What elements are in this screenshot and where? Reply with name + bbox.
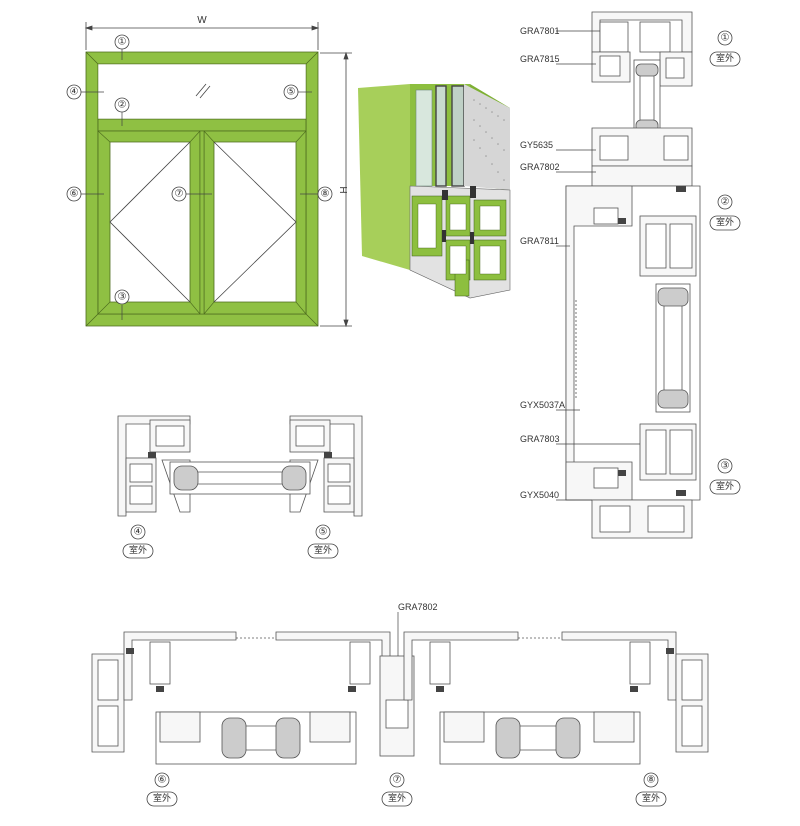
exterior-badge: 室外 (709, 479, 741, 495)
right-sash (203, 130, 307, 315)
svg-text:室外: 室外 (642, 792, 660, 804)
elevation-callouts: ① ④ ⑤ ② ⑥ ⑦ ⑧ ③ (66, 34, 333, 305)
part-label-gyx5037a: GYX5037A (520, 400, 565, 410)
svg-text:室外: 室外 (129, 544, 147, 556)
callout-4: ④ (66, 84, 82, 100)
horizontal-section (91, 631, 709, 765)
svg-text:③: ③ (721, 461, 730, 472)
svg-text:⑤: ⑤ (287, 87, 296, 98)
height-label: H (337, 186, 348, 193)
part-label-gra7802-horizontal: GRA7802 (398, 602, 438, 612)
svg-text:④: ④ (134, 527, 143, 538)
glass-hatch-mark (195, 83, 211, 99)
part-label-gyx5040: GYX5040 (520, 490, 559, 500)
part-label-gra7815: GRA7815 (520, 54, 560, 64)
exterior-badge: 室外 (307, 543, 339, 559)
section-4-5 (117, 415, 363, 517)
svg-text:③: ③ (118, 292, 127, 303)
callout-7: ⑦ (171, 186, 187, 202)
callout-1: ① (717, 30, 733, 46)
exterior-badge: 室外 (709, 51, 741, 67)
callout-6: ⑥ (154, 772, 170, 788)
svg-text:室外: 室外 (388, 792, 406, 804)
callout-8: ⑧ (317, 186, 333, 202)
svg-text:⑦: ⑦ (175, 189, 184, 200)
svg-text:室外: 室外 (716, 480, 734, 492)
svg-text:室外: 室外 (716, 216, 734, 228)
svg-text:⑧: ⑧ (321, 189, 330, 200)
svg-text:室外: 室外 (716, 52, 734, 64)
exterior-badge: 室外 (709, 215, 741, 231)
callout-5: ⑤ (283, 84, 299, 100)
transom-bar (97, 118, 307, 132)
vertical-section (565, 11, 701, 539)
exterior-badge: 室外 (122, 543, 154, 559)
callout-4: ④ (130, 524, 146, 540)
vertical-section-callouts: ① 室外 ② 室外 ③ 室外 (709, 30, 741, 495)
width-label: W (197, 15, 207, 26)
elevation-callout-leaders (81, 49, 318, 320)
vertical-section-part-labels: GRA7801 GRA7815 GY5635 GRA7802 GRA7811 G… (520, 26, 565, 500)
callout-6: ⑥ (66, 186, 82, 202)
left-sash (97, 130, 201, 315)
svg-text:⑥: ⑥ (70, 189, 79, 200)
svg-text:⑧: ⑧ (647, 775, 656, 786)
fixed-glass-pane (97, 63, 307, 120)
vertical-section-leaders (556, 30, 640, 501)
svg-text:⑥: ⑥ (158, 775, 167, 786)
section-4-5-callouts: ④ 室外 ⑤ 室外 (122, 524, 339, 559)
svg-text:①: ① (118, 37, 127, 48)
horizontal-section-callouts: ⑥ 室外 ⑦ 室外 ⑧ 室外 (146, 772, 667, 807)
svg-text:室外: 室外 (314, 544, 332, 556)
perforated-texture (473, 99, 505, 181)
svg-text:室外: 室外 (153, 792, 171, 804)
callout-5: ⑤ (315, 524, 331, 540)
callout-2: ② (717, 194, 733, 210)
svg-text:②: ② (721, 197, 730, 208)
callout-3: ③ (114, 289, 130, 305)
exterior-badge: 室外 (146, 791, 178, 807)
mullion (199, 130, 205, 315)
svg-text:④: ④ (70, 87, 79, 98)
window-elevation: W H (66, 15, 352, 328)
callout-3: ③ (717, 458, 733, 474)
svg-text:②: ② (118, 100, 127, 111)
exterior-badge: 室外 (635, 791, 667, 807)
part-label-gy5635: GY5635 (520, 140, 553, 150)
part-label-gra7811: GRA7811 (520, 236, 559, 246)
exterior-badge: 室外 (381, 791, 413, 807)
callout-7: ⑦ (389, 772, 405, 788)
svg-text:①: ① (721, 33, 730, 44)
height-dimension (320, 51, 352, 328)
callout-1: ① (114, 34, 130, 50)
part-label-gra7801: GRA7801 (520, 26, 560, 36)
callout-2: ② (114, 97, 130, 113)
svg-text:⑤: ⑤ (319, 527, 328, 538)
profile-3d-render (358, 84, 511, 299)
part-label-gra7802: GRA7802 (520, 162, 560, 172)
callout-8: ⑧ (643, 772, 659, 788)
width-dimension (84, 22, 320, 50)
svg-text:⑦: ⑦ (393, 775, 402, 786)
part-label-gra7803: GRA7803 (520, 434, 560, 444)
